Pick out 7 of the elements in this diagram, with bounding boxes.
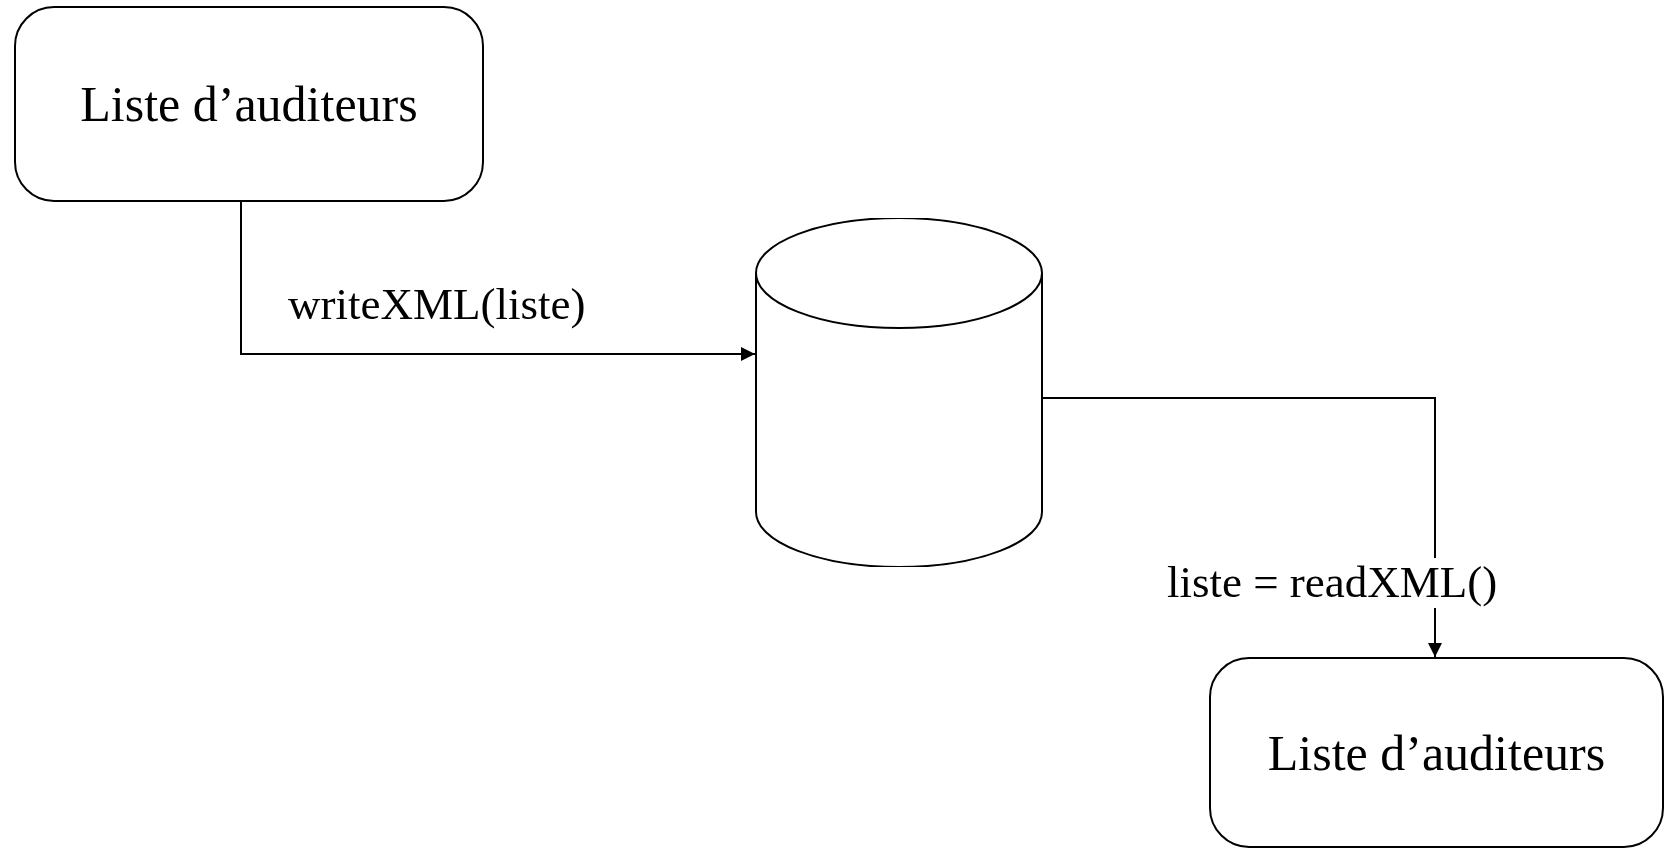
node-label: Liste d’auditeurs — [80, 75, 418, 133]
connector-arrow — [240, 201, 756, 361]
rounded-box — [1209, 657, 1664, 848]
rounded-box — [14, 6, 484, 202]
node-label: Liste d’auditeurs — [1267, 723, 1606, 782]
database-cylinder — [755, 218, 1043, 567]
connector-arrow — [1042, 397, 1442, 658]
